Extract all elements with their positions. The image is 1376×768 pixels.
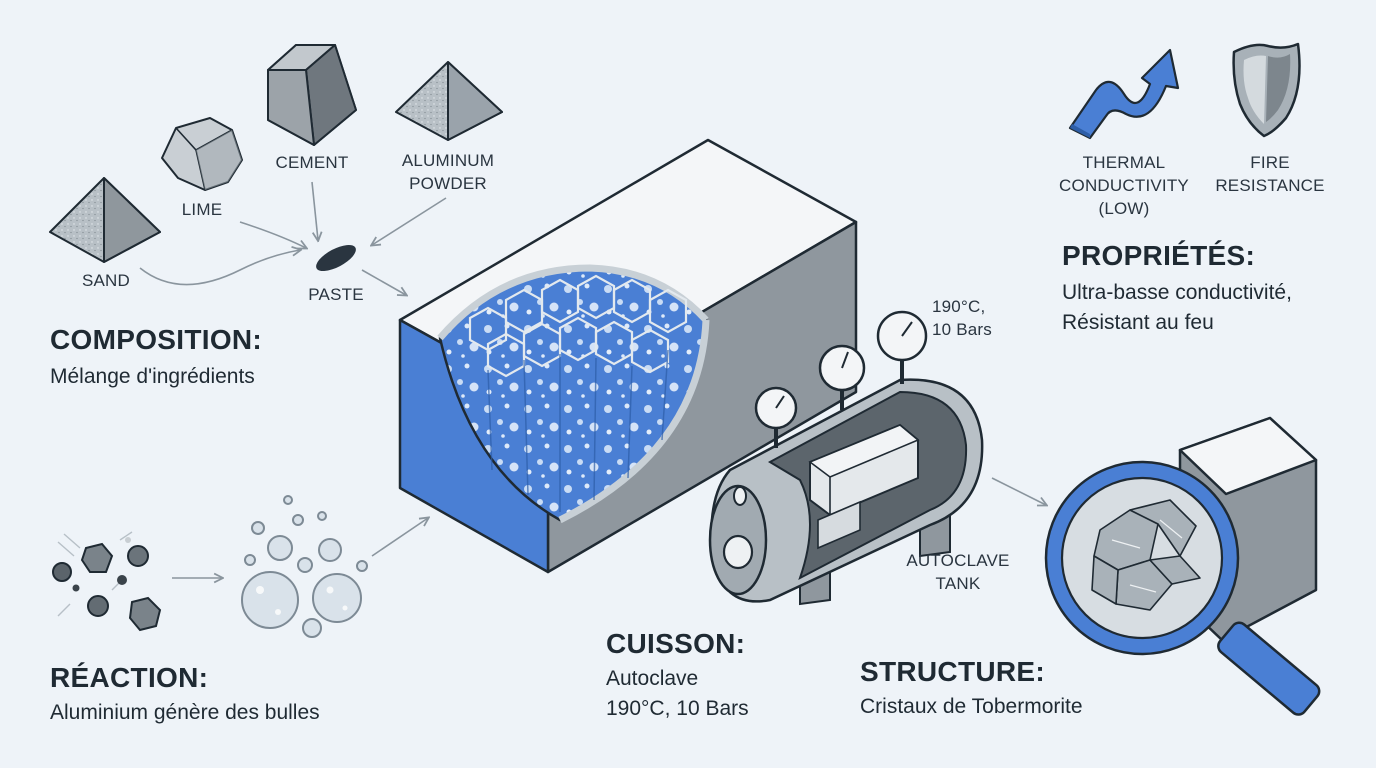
sand-pile-icon xyxy=(49,177,161,263)
aluminum-powder-pile-icon xyxy=(395,61,503,141)
magnified-crystal-icon xyxy=(1044,416,1321,716)
bubbles-icon xyxy=(241,495,368,638)
temperature-gauge-icon xyxy=(876,310,928,384)
tank-to-structure-arrow xyxy=(991,477,1046,505)
autoclave-tank-label-line1: AUTOCLAVE xyxy=(906,551,1010,570)
reaction-title: RÉACTION: xyxy=(50,662,209,693)
cuisson-title: CUISSON: xyxy=(606,628,746,659)
pressure-gauge-icon xyxy=(754,386,798,448)
thermal-label-line3: (LOW) xyxy=(1098,199,1150,218)
proprietes-text-line2: Résistant au feu xyxy=(1062,311,1214,334)
structure-title: STRUCTURE: xyxy=(860,656,1045,687)
reaction-to-block-arrow xyxy=(371,518,428,557)
cuisson-text-line1: Autoclave xyxy=(606,667,699,690)
lime-rock-icon xyxy=(161,117,243,191)
fire-resistance-shield-icon xyxy=(1232,42,1301,138)
reaction-text: Aluminium génère des bulles xyxy=(50,701,320,724)
gauge-reading-line2: 10 Bars xyxy=(932,320,992,339)
thermal-label-line2: CONDUCTIVITY xyxy=(1059,176,1189,195)
aluminum-powder-label-line1: ALUMINUM xyxy=(401,151,495,170)
proprietes-title: PROPRIÉTÉS: xyxy=(1062,240,1256,271)
composition-text: Mélange d'ingrédients xyxy=(50,365,255,388)
composition-title: COMPOSITION: xyxy=(50,324,263,355)
structure-text: Cristaux de Tobermorite xyxy=(860,695,1083,718)
cuisson-text-line2: 190°C, 10 Bars xyxy=(606,697,749,720)
paste-label: PASTE xyxy=(308,285,364,304)
reaction-particles-icon xyxy=(52,531,162,632)
proprietes-text-line1: Ultra-basse conductivité, xyxy=(1062,281,1292,304)
thermal-label-line1: THERMAL xyxy=(1082,153,1166,172)
gauge-reading-line1: 190°C, xyxy=(932,297,986,316)
lime-label: LIME xyxy=(181,200,223,219)
thermal-conductivity-arrow-icon xyxy=(1068,48,1180,140)
cement-label: CEMENT xyxy=(275,153,349,172)
paste-blob-icon xyxy=(316,244,356,272)
fire-label-line2: RESISTANCE xyxy=(1215,176,1325,195)
sand-label: SAND xyxy=(81,271,131,290)
aluminum-powder-label-line2: POWDER xyxy=(409,174,487,193)
cement-block-icon xyxy=(267,44,357,146)
aac-block-cutaway xyxy=(398,138,858,574)
fire-label-line1: FIRE xyxy=(1250,153,1290,172)
pressure-gauge-icon xyxy=(818,344,866,410)
autoclave-tank-icon xyxy=(708,310,984,606)
ingredient-arrows xyxy=(139,181,447,295)
autoclave-tank-label-line2: TANK xyxy=(935,574,981,593)
